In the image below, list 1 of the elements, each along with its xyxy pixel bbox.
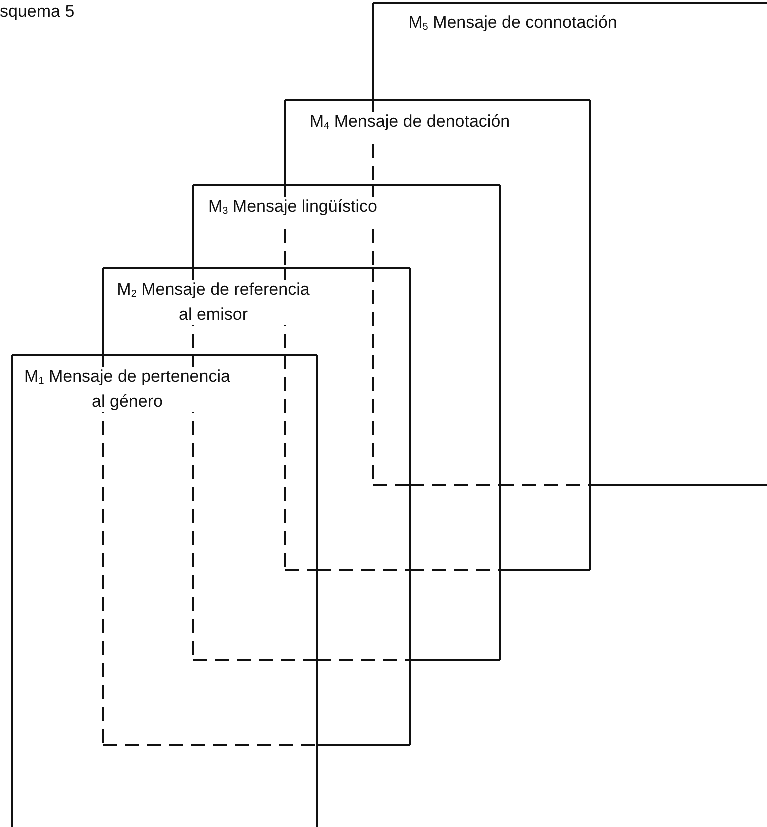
diagram-title: squema 5 xyxy=(0,2,75,22)
